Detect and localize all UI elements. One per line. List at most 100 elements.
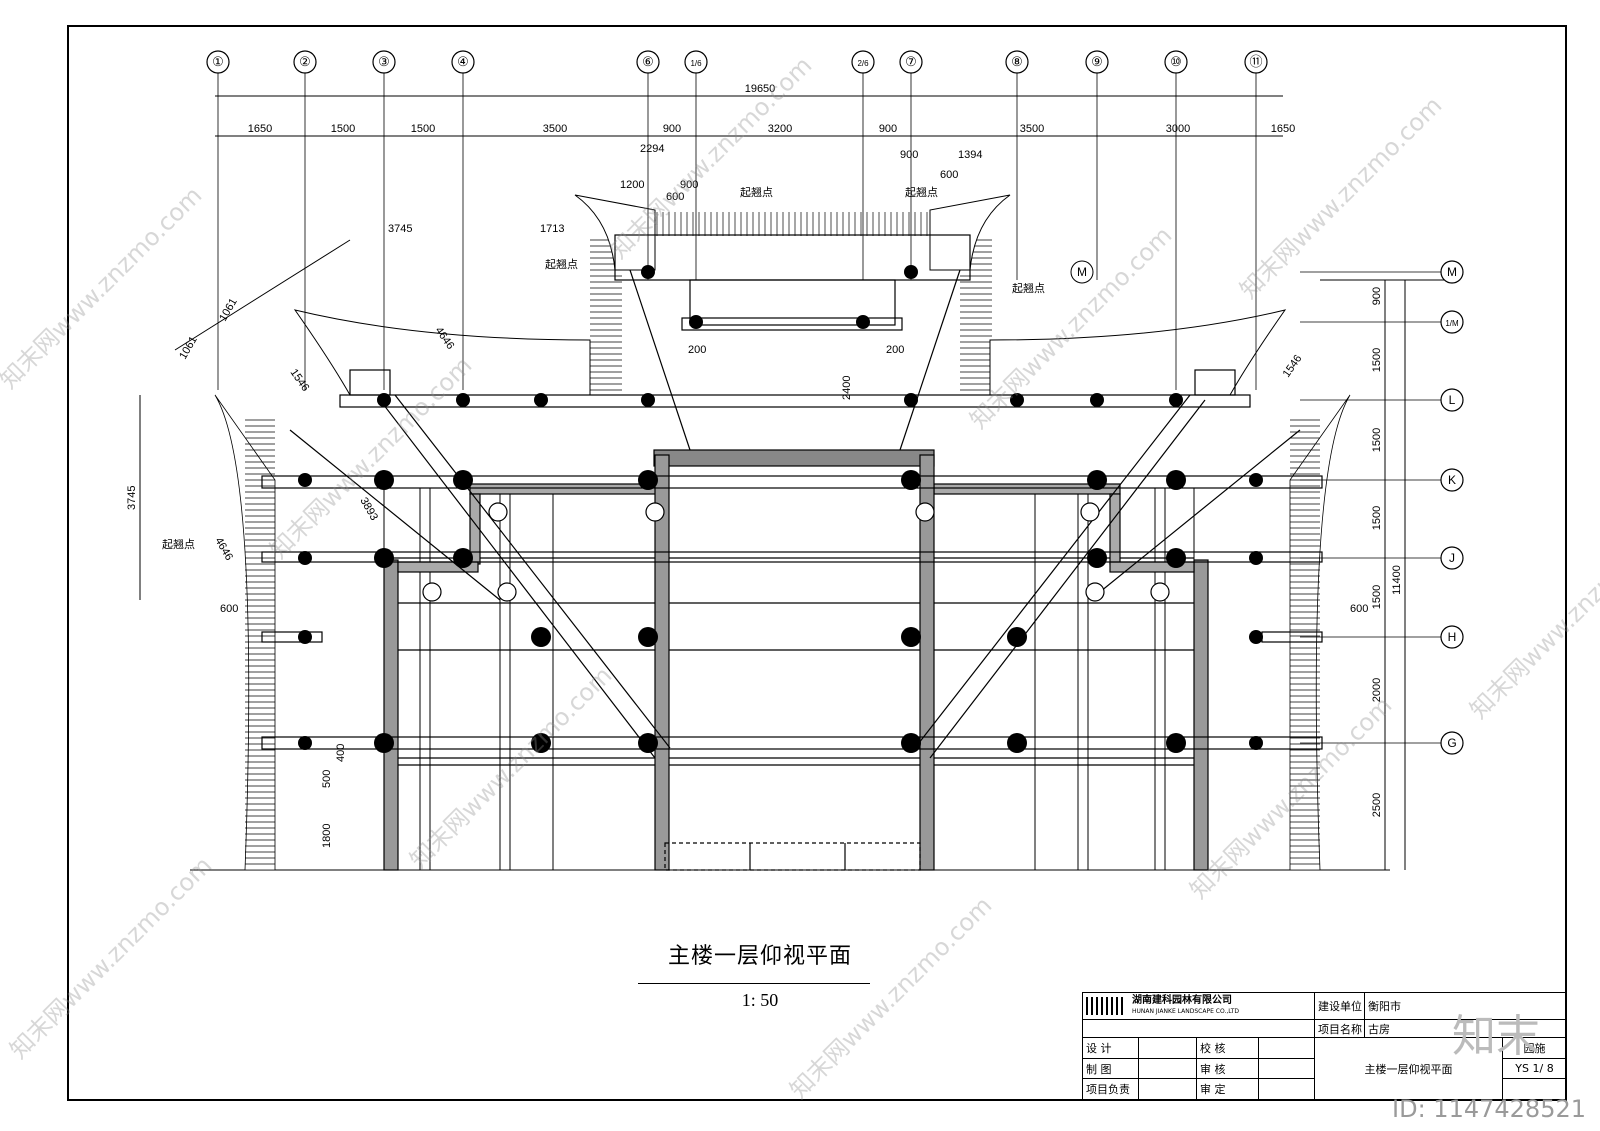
column-dot bbox=[901, 627, 921, 647]
dim-200: 200 bbox=[688, 344, 706, 356]
axis-label: H bbox=[1448, 630, 1457, 644]
dim-total-top: 19650 bbox=[745, 83, 776, 95]
draw-label: 制 图 bbox=[1082, 1057, 1139, 1080]
axis-bubble-L: L bbox=[1440, 388, 1464, 412]
dim-right-3: 1500 bbox=[1371, 428, 1383, 452]
dim-right-4: 1500 bbox=[1371, 506, 1383, 530]
company-cell: 湖南建科园林有限公司 HUNAN JIANKE LANDSCAPE CO.,LT… bbox=[1082, 992, 1315, 1020]
column-dot bbox=[534, 393, 548, 407]
axis-label: L bbox=[1449, 393, 1456, 407]
column-dot bbox=[1090, 393, 1104, 407]
drawing-scale: 1: 50 bbox=[741, 990, 779, 1010]
column-dot bbox=[901, 470, 921, 490]
dim-600-c: 600 bbox=[220, 603, 238, 615]
dim-right-1: 900 bbox=[1371, 287, 1383, 305]
column-dot bbox=[1166, 733, 1186, 753]
axis-label: ① bbox=[212, 54, 224, 69]
column-dot bbox=[1166, 470, 1186, 490]
column-dot bbox=[453, 470, 473, 490]
axis-bubble-G: G bbox=[1440, 731, 1464, 755]
axis-bubble-6: 1/6 bbox=[684, 50, 708, 74]
dim-top-7: 900 bbox=[879, 123, 897, 135]
column-dot bbox=[689, 315, 703, 329]
pm-label: 项目负责 bbox=[1082, 1078, 1139, 1100]
sheet-number: YS 1/ 8 bbox=[1501, 1057, 1568, 1080]
check-label: 校 核 bbox=[1196, 1037, 1259, 1059]
dim-top-9: 3000 bbox=[1166, 123, 1190, 135]
title-block: 湖南建科园林有限公司 HUNAN JIANKE LANDSCAPE CO.,LT… bbox=[1082, 992, 1568, 1100]
dim-600: 600 bbox=[666, 191, 684, 203]
dim-400: 400 bbox=[335, 744, 347, 762]
column-dot bbox=[298, 473, 312, 487]
dim-top-4: 3500 bbox=[543, 123, 567, 135]
axis-label: M bbox=[1447, 265, 1457, 279]
column-dot bbox=[531, 627, 551, 647]
column-dot bbox=[453, 548, 473, 568]
dim-900: 900 bbox=[680, 179, 698, 191]
column-dot bbox=[1007, 733, 1027, 753]
axis-label: ④ bbox=[457, 54, 469, 69]
dim-top-8: 3500 bbox=[1020, 123, 1044, 135]
column-dot bbox=[374, 470, 394, 490]
column-dot bbox=[1249, 551, 1263, 565]
label-start-point-3: 起翘点 bbox=[545, 258, 578, 271]
axis-label: K bbox=[1448, 473, 1456, 487]
axis-label: ⑧ bbox=[1011, 54, 1023, 69]
axis-bubble-5: ⑥ bbox=[636, 50, 660, 74]
axis-label: G bbox=[1447, 736, 1456, 750]
axis-bubble-3: ③ bbox=[372, 50, 396, 74]
column-dot bbox=[1007, 627, 1027, 647]
axis-bubble-1: ① bbox=[206, 50, 230, 74]
column-dot bbox=[374, 548, 394, 568]
label-start-point-4: 起翘点 bbox=[1012, 282, 1045, 295]
column-dot bbox=[638, 733, 658, 753]
axis-label: 2/6 bbox=[857, 59, 869, 68]
column-dot bbox=[456, 393, 470, 407]
svg-text:M: M bbox=[1077, 265, 1087, 279]
watermark-logo: 知末 bbox=[1452, 1011, 1540, 1062]
sheet-type: 园施 bbox=[1501, 1037, 1568, 1059]
dim-right-6: 2000 bbox=[1371, 678, 1383, 702]
dim-2294: 2294 bbox=[640, 143, 664, 155]
dim-top-10: 1650 bbox=[1271, 123, 1295, 135]
dim-top-6: 3200 bbox=[768, 123, 792, 135]
axis-bubble-M: M bbox=[1440, 260, 1464, 284]
dim-top-5: 900 bbox=[663, 123, 681, 135]
axis-bubble-11: ⑩ bbox=[1164, 50, 1188, 74]
column-dot bbox=[1249, 736, 1263, 750]
dim-total-right: 11400 bbox=[1391, 565, 1403, 595]
svg-text:知末网www.znzmo.com: 知末网www.znzmo.com bbox=[1464, 511, 1600, 724]
column-dot bbox=[1087, 470, 1107, 490]
axis-label: ② bbox=[299, 54, 311, 69]
column-dot bbox=[1169, 393, 1183, 407]
label-start-point-1: 起翘点 bbox=[740, 186, 773, 199]
dim-1546-b: 1546 bbox=[1281, 353, 1305, 380]
axis-bubble-K: K bbox=[1440, 468, 1464, 492]
column-dot bbox=[374, 733, 394, 753]
axis-bubble-9: ⑧ bbox=[1005, 50, 1029, 74]
company-name: 湖南建科园林有限公司 bbox=[1132, 994, 1232, 1006]
client-label: 建设单位 bbox=[1314, 992, 1365, 1020]
column-dot bbox=[1087, 548, 1107, 568]
column-dot bbox=[377, 393, 391, 407]
svg-text:知末网www.znzmo.com: 知末网www.znzmo.com bbox=[4, 851, 217, 1064]
column-dot bbox=[856, 315, 870, 329]
review-label: 审 核 bbox=[1196, 1057, 1259, 1080]
column-dot bbox=[298, 736, 312, 750]
dim-600-b: 600 bbox=[940, 169, 958, 181]
dim-right-2: 1500 bbox=[1371, 348, 1383, 372]
axis-label: J bbox=[1449, 551, 1455, 565]
dim-1061: 1061 bbox=[217, 296, 240, 323]
axis-label: ⑥ bbox=[642, 54, 654, 69]
project-label: 项目名称 bbox=[1314, 1018, 1365, 1039]
column-dot bbox=[638, 627, 658, 647]
axis-bubble-M-inline: M bbox=[1070, 260, 1094, 284]
dim-4646-b: 4646 bbox=[212, 536, 235, 563]
axis-bubble-10: ⑨ bbox=[1085, 50, 1109, 74]
drawing-title: 主楼一层仰视平面 bbox=[667, 944, 852, 969]
label-start-point-2: 起翘点 bbox=[905, 186, 938, 199]
